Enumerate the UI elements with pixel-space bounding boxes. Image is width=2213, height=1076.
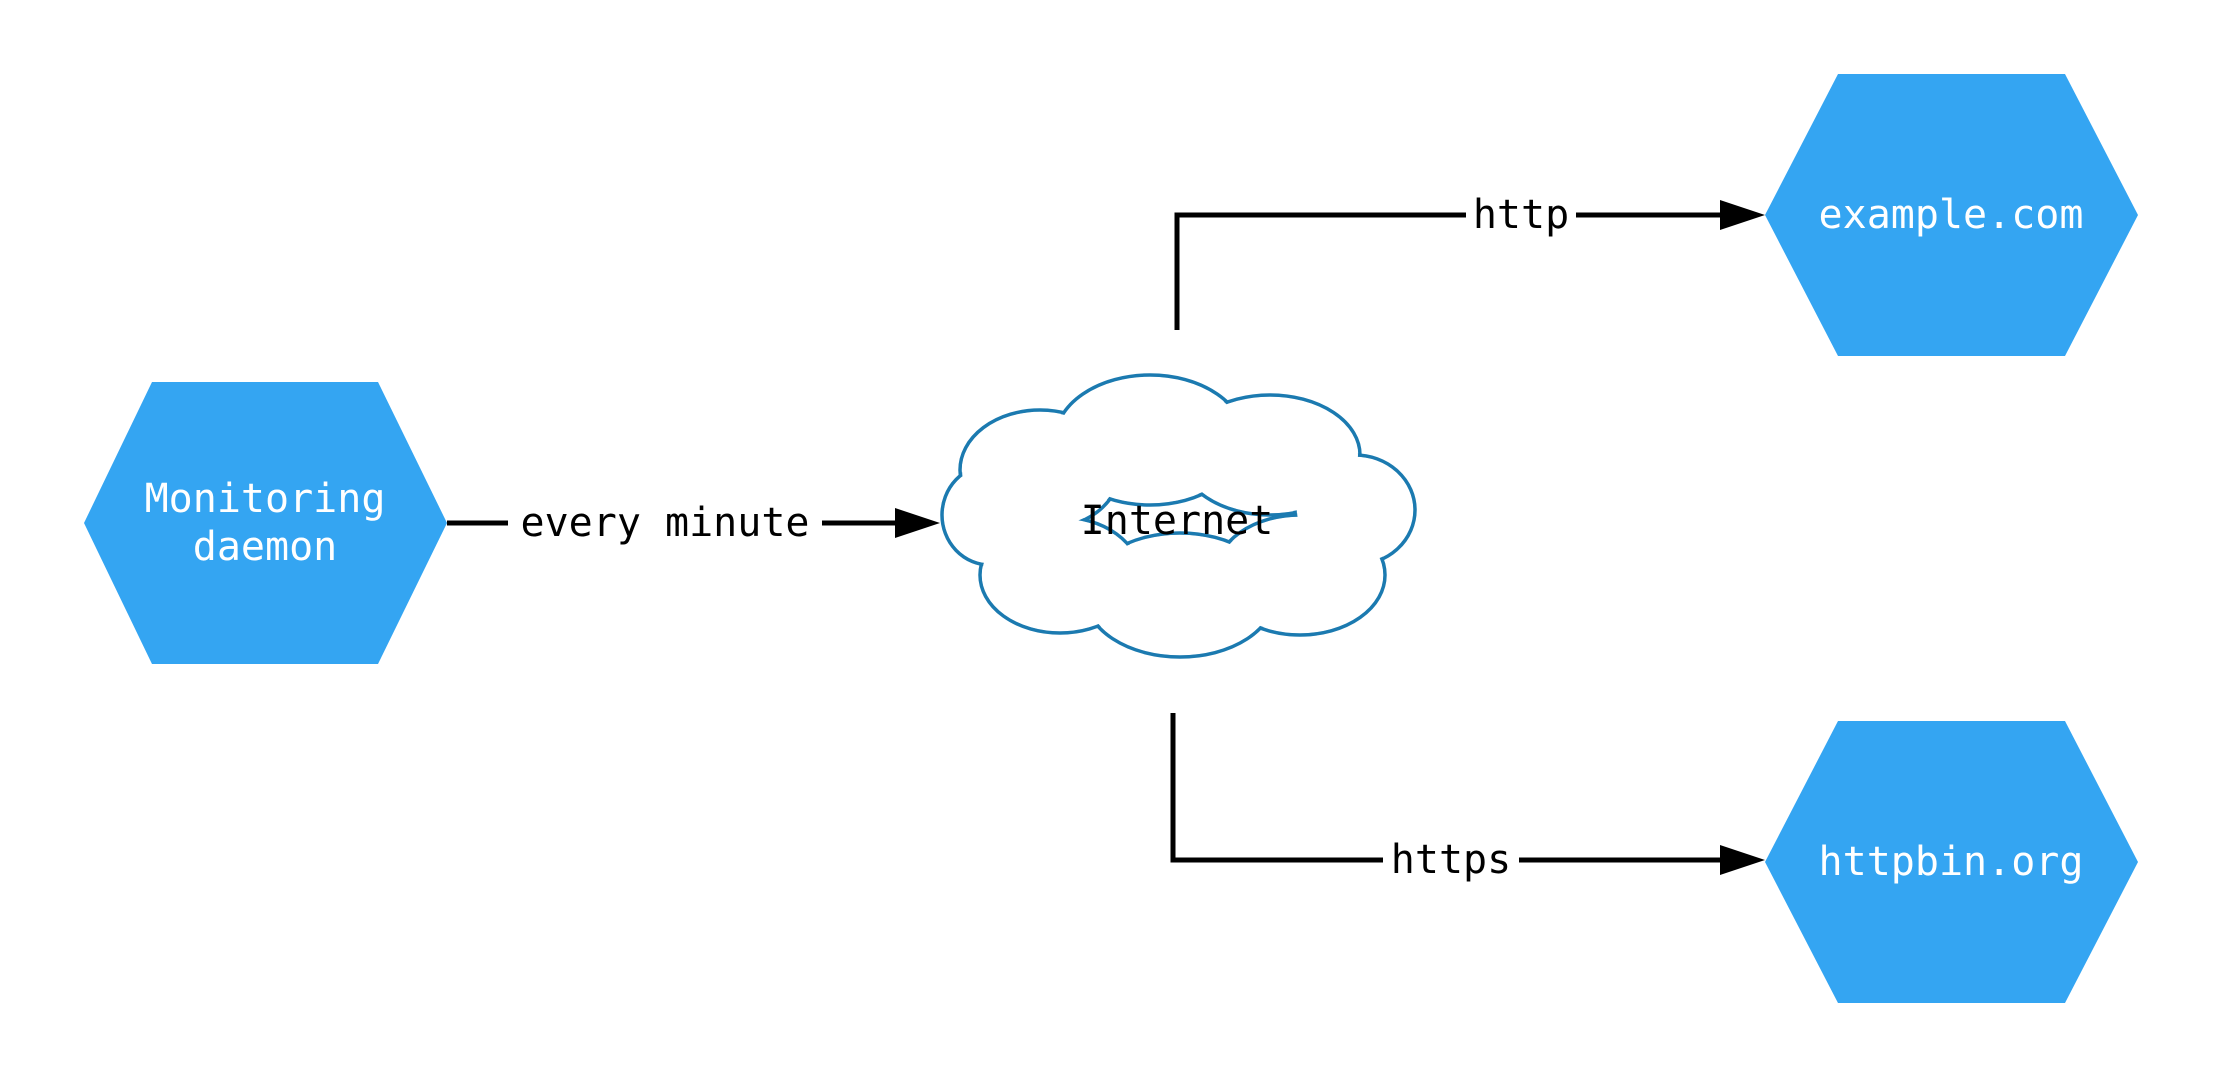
hexagon-nodes [84, 74, 2138, 1003]
node-example-com [1765, 74, 2138, 356]
http-label-bg [1466, 189, 1576, 241]
edge-labels: every minute http https [521, 192, 1570, 883]
edge-label-backgrounds [508, 189, 1576, 887]
every-minute-label-bg [508, 497, 822, 549]
edge-label-http: http [1473, 192, 1569, 238]
cloud-fill [944, 377, 1413, 655]
hexagon-node-labels: Monitoring daemon example.com httpbin.or… [145, 192, 2084, 885]
internet-cloud-label: Internet [1081, 498, 1274, 544]
monitoring-daemon-label-line1: Monitoring [145, 476, 386, 522]
example-com-label: example.com [1819, 192, 2084, 238]
edge-http [1174, 212, 1722, 330]
https-label-bg [1383, 835, 1519, 887]
node-labels: Monitoring daemon example.com httpbin.or… [145, 192, 2084, 885]
edge-https [1170, 713, 1722, 863]
monitoring-daemon-label-line2: daemon [193, 524, 338, 570]
arrowheads [895, 200, 1765, 875]
arrowhead-http-icon [1720, 200, 1765, 230]
arrowhead-every-minute-icon [895, 508, 940, 538]
node-monitoring-daemon [84, 382, 447, 664]
edge-label-https: https [1391, 837, 1511, 883]
node-httpbin-org [1765, 721, 2138, 1003]
httpbin-org-label: httpbin.org [1819, 839, 2084, 885]
edge-label-every-minute: every minute [521, 500, 810, 546]
node-internet-cloud [940, 373, 1417, 659]
arrowhead-https-icon [1720, 845, 1765, 875]
